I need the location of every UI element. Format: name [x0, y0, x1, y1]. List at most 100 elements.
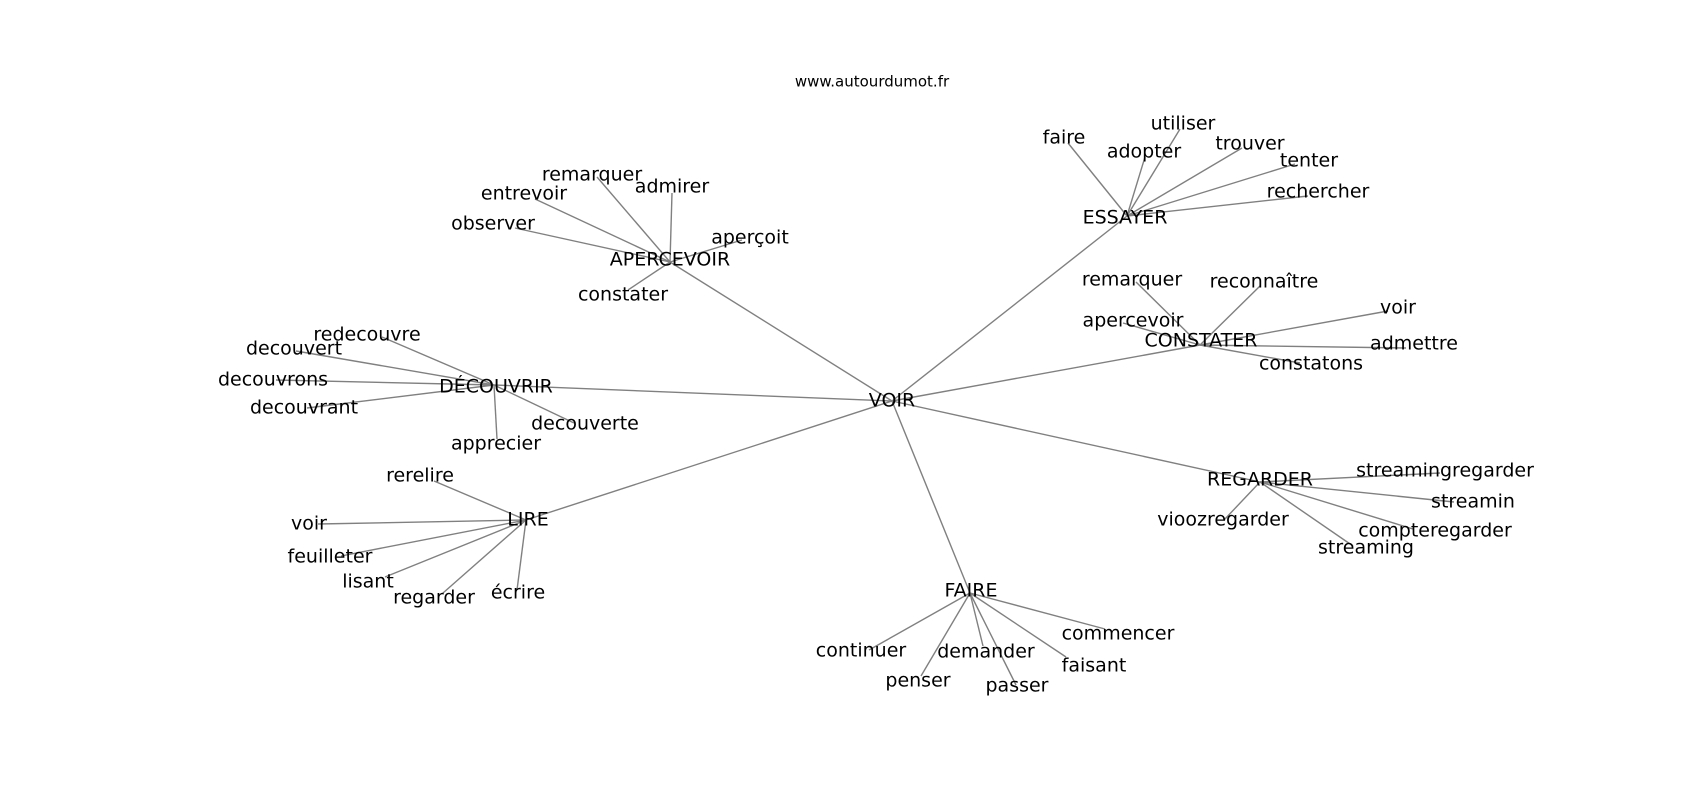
leaf-node-entrevoir: entrevoir — [481, 183, 567, 205]
edge-regarder-streaming — [1259, 481, 1354, 547]
leaf-node-vioozregarder: vioozregarder — [1157, 509, 1289, 531]
leaf-node-ecrire: écrire — [491, 582, 545, 604]
edge-lire-ecrire — [516, 519, 527, 591]
edge-voir-apercevoir — [669, 261, 893, 402]
leaf-node-constater: constater — [578, 284, 668, 306]
leaf-node-lisant: lisant — [342, 571, 394, 593]
edge-apercevoir-observer — [514, 227, 671, 263]
hub-node-apercevoir: APERCEVOIR — [610, 249, 730, 271]
leaf-node-utiliser: utiliser — [1151, 113, 1216, 135]
edge-lire-regarder — [442, 519, 527, 594]
edge-essayer-rechercher — [1126, 195, 1309, 217]
leaf-node-continuer: continuer — [816, 640, 907, 662]
leaf-node-trouver: trouver — [1215, 133, 1284, 155]
leaf-node-apercoit: aperçoit — [711, 227, 789, 249]
leaf-node-streamin: streamin — [1431, 491, 1515, 513]
edge-decouvrir-decouverte — [493, 384, 575, 424]
leaf-node-penser: penser — [885, 670, 950, 692]
edge-voir-essayer — [891, 215, 1128, 402]
leaf-node-voir: voir — [291, 513, 327, 535]
edge-constater-apercevoir — [1122, 322, 1201, 346]
leaf-node-decouvrons: decouvrons — [218, 369, 328, 391]
edge-lire-rerelire — [433, 480, 527, 521]
leaf-node-decouvrant: decouvrant — [250, 397, 358, 419]
edge-decouvrir-apprecier — [493, 384, 498, 440]
edge-decouvrir-decouvrant — [306, 384, 495, 409]
leaf-node-regarder: regarder — [393, 587, 475, 609]
edge-lire-voir — [317, 519, 527, 525]
edge-voir-constater — [891, 344, 1201, 402]
leaf-node-observer: observer — [451, 213, 535, 235]
edge-constater-constatons — [1199, 344, 1301, 364]
source-watermark: www.autourdumot.fr — [795, 73, 950, 91]
hub-node-constater: CONSTATER — [1145, 330, 1258, 352]
leaf-node-tenter: tenter — [1280, 150, 1338, 172]
leaf-node-voir: voir — [1380, 297, 1416, 319]
leaf-node-redecouvre: redecouvre — [313, 324, 420, 346]
leaf-node-constatons: constatons — [1259, 353, 1363, 375]
leaf-node-faisant: faisant — [1062, 655, 1127, 677]
edge-regarder-streamingregarder — [1259, 472, 1441, 483]
leaf-node-remarquer: remarquer — [542, 164, 643, 186]
edge-essayer-trouver — [1126, 147, 1243, 217]
leaf-node-feuilleter: feuilleter — [288, 546, 373, 568]
leaf-node-rerelire: rerelire — [386, 465, 454, 487]
leaf-node-admirer: admirer — [635, 176, 710, 198]
leaf-node-decouverte: decouverte — [531, 413, 639, 435]
leaf-node-apercevoir: apercevoir — [1083, 310, 1184, 332]
edges-layer — [275, 128, 1455, 686]
edge-faire-faisant — [969, 592, 1067, 658]
leaf-node-streaming: streaming — [1318, 537, 1414, 559]
leaf-node-remarquer: remarquer — [1082, 269, 1183, 291]
leaf-node-passer: passer — [985, 675, 1048, 697]
edge-voir-decouvrir — [493, 384, 893, 402]
edge-apercevoir-admirer — [669, 192, 673, 263]
edge-faire-commencer — [969, 592, 1106, 630]
edge-essayer-faire — [1067, 142, 1128, 217]
edge-essayer-utiliser — [1126, 128, 1181, 217]
leaf-node-streamingregarder: streamingregarder — [1356, 460, 1534, 482]
edge-apercevoir-entrevoir — [534, 198, 671, 263]
leaf-node-faire: faire — [1043, 127, 1086, 149]
hub-node-lire: LIRE — [507, 509, 548, 531]
edge-apercevoir-apercoit — [669, 239, 743, 263]
edge-essayer-adopter — [1126, 156, 1146, 217]
edge-apercevoir-remarquer — [596, 176, 671, 263]
leaf-node-adopter: adopter — [1107, 141, 1182, 163]
root-node-label: VOIR — [869, 390, 915, 412]
edge-decouvrir-redecouvre — [381, 336, 495, 386]
leaf-node-admettre: admettre — [1370, 333, 1458, 355]
leaf-node-decouvert: decouvert — [246, 338, 342, 360]
edge-faire-passer — [969, 592, 1017, 686]
hub-node-essayer: ESSAYER — [1083, 207, 1168, 229]
edge-voir-faire — [891, 400, 971, 594]
leaf-node-reconnaitre: reconnaître — [1210, 271, 1319, 293]
edge-constater-remarquer — [1135, 281, 1201, 346]
leaf-node-apprecier: apprecier — [451, 433, 541, 455]
edge-constater-admettre — [1199, 344, 1407, 349]
edge-constater-voir — [1199, 310, 1389, 346]
edge-essayer-tenter — [1126, 163, 1296, 217]
leaf-node-commencer: commencer — [1062, 623, 1175, 645]
edge-decouvrir-decouvert — [295, 350, 495, 386]
edge-decouvrir-decouvrons — [275, 379, 495, 386]
hub-node-regarder: REGARDER — [1207, 469, 1313, 491]
edge-apercevoir-constater — [627, 261, 671, 291]
leaf-node-compteregarder: compteregarder — [1358, 520, 1512, 542]
hub-node-decouvrir: DÉCOUVRIR — [439, 375, 553, 398]
hub-node-faire: FAIRE — [945, 580, 998, 602]
edge-constater-reconnaitre — [1199, 285, 1261, 346]
edge-faire-penser — [920, 592, 971, 677]
edge-regarder-compteregarder — [1259, 481, 1414, 530]
leaf-node-rechercher: rechercher — [1267, 181, 1370, 203]
leaf-node-demander: demander — [937, 641, 1035, 663]
edge-regarder-vioozregarder — [1223, 481, 1261, 521]
edge-lire-feuilleter — [340, 519, 527, 557]
edge-lire-lisant — [384, 519, 527, 578]
edge-voir-regarder — [891, 400, 1261, 483]
edge-voir-lire — [525, 400, 893, 521]
edge-faire-continuer — [868, 592, 971, 651]
edge-regarder-streamin — [1259, 481, 1455, 503]
